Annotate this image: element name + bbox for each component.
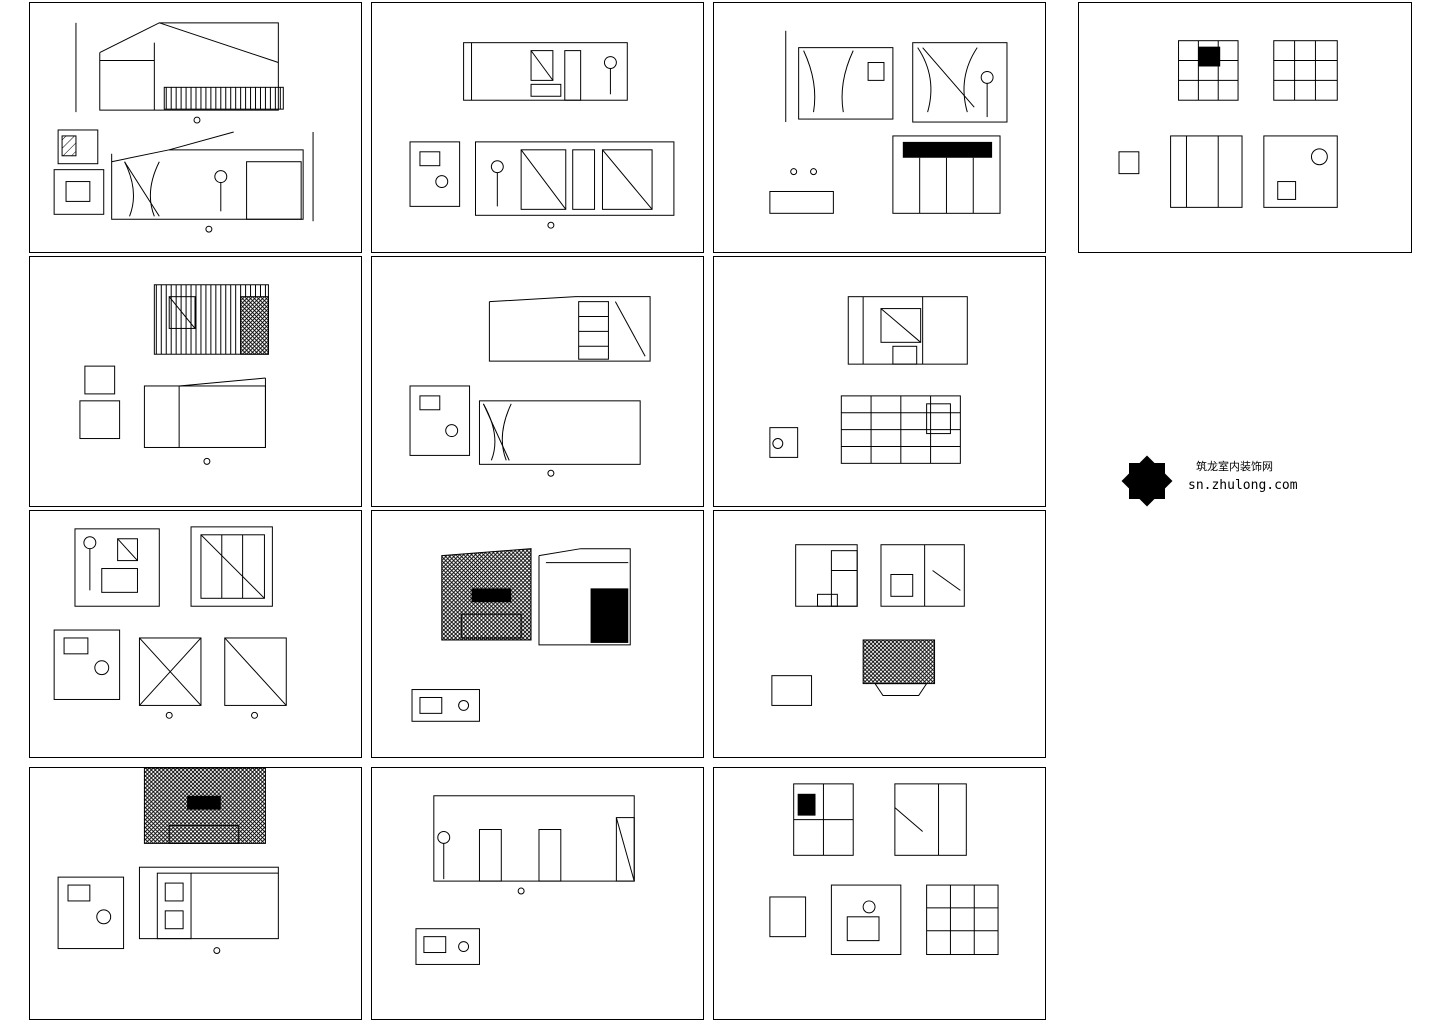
drawing-sheet-4 [1078, 2, 1412, 253]
watermark-site-name: 筑龙室内装饰网 [1196, 460, 1273, 473]
elevation-drawing [415, 795, 635, 965]
drawing-sheet-6 [371, 256, 704, 507]
drawing-sheet-7 [713, 256, 1046, 507]
elevation-drawing [769, 783, 999, 956]
drawing-sheet-3 [713, 2, 1046, 253]
elevation-drawing [57, 768, 279, 955]
elevation-drawing [411, 548, 631, 722]
watermark: 筑龙室内装饰网 sn.zhulong.com [1112, 446, 1312, 516]
elevation-drawing [53, 22, 314, 233]
drawing-sheet-12 [371, 767, 704, 1020]
drawing-sheet-10 [713, 510, 1046, 758]
drawing-sheet-2 [371, 2, 704, 253]
elevation-drawing [771, 544, 965, 706]
elevation-drawing [79, 284, 269, 465]
eight-point-star-logo [1121, 455, 1173, 507]
elevation-drawing [769, 30, 1008, 214]
elevation-drawing [53, 526, 287, 719]
drawing-sheet-8 [29, 510, 362, 758]
drawing-sheet-11 [29, 767, 362, 1020]
elevation-drawing [409, 42, 675, 229]
drawing-sheet-5 [29, 256, 362, 507]
drawing-sheet-1 [29, 2, 362, 253]
drawing-sheet-13 [713, 767, 1046, 1020]
drawing-sheet-9 [371, 510, 704, 758]
elevation-drawing [769, 296, 968, 464]
elevation-drawing [1118, 40, 1338, 208]
elevation-drawing [409, 296, 651, 477]
watermark-url: sn.zhulong.com [1188, 478, 1298, 493]
